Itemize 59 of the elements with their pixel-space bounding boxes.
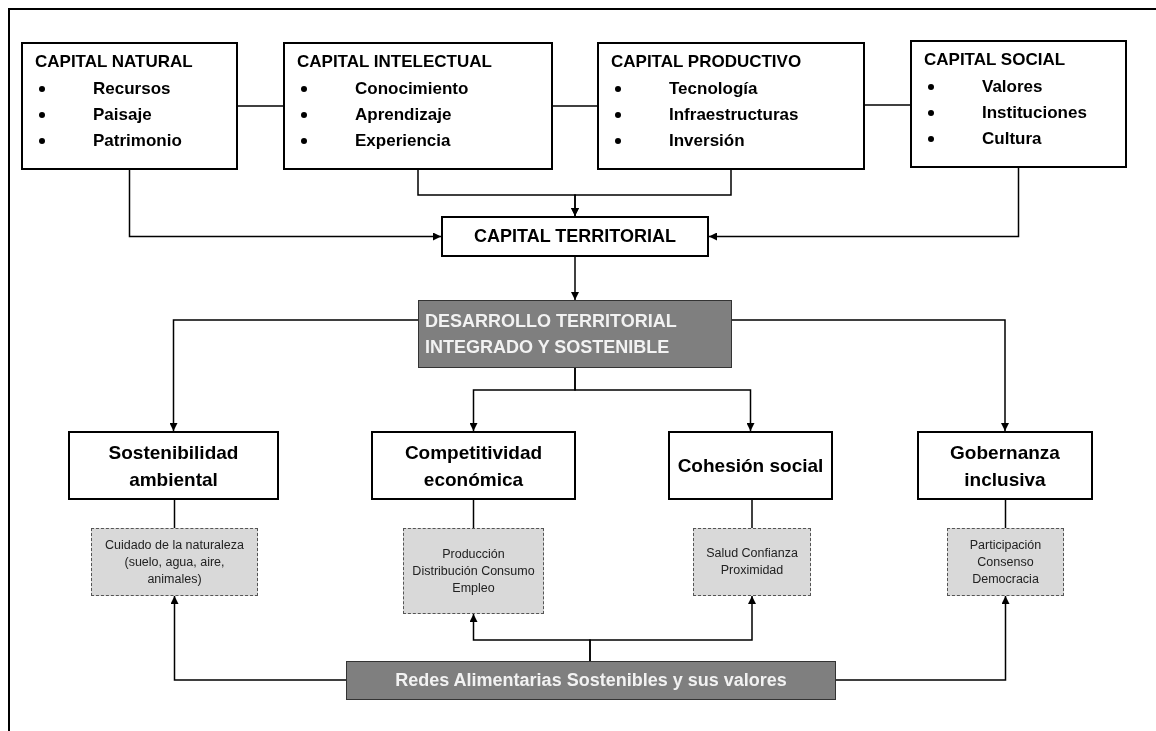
box-label: Sostenibilidad ambiental [107, 440, 240, 492]
capital-box [910, 40, 1127, 168]
box-label: Gobernanza inclusiva [949, 440, 1061, 492]
arrow [170, 595, 347, 681]
connector-line [864, 104, 911, 106]
highlight-box [346, 661, 836, 700]
dimension-box [68, 431, 279, 500]
box-heading: CAPITAL PRODUCTIVO [611, 52, 803, 72]
bullet-item: Aprendizaje [297, 102, 452, 128]
connector-line [237, 105, 284, 107]
box-heading: CAPITAL SOCIAL [924, 50, 1067, 70]
arrow [589, 595, 756, 662]
bullet-item: Paisaje [35, 102, 152, 128]
bullet-item: Cultura [924, 126, 1042, 152]
note-box [947, 528, 1064, 596]
arrow [708, 167, 1020, 241]
box-label: Cohesión social [677, 454, 824, 478]
connector-line [751, 499, 753, 529]
arrow [128, 169, 442, 241]
bullet-item: Conocimiento [297, 76, 469, 102]
highlight-box [418, 300, 732, 368]
box-label: Redes Alimentarias Sostenibles y sus valores [395, 670, 787, 691]
bullet-item: Experiencia [297, 128, 451, 154]
process-box [441, 216, 709, 257]
capital-box [283, 42, 553, 170]
capital-box [597, 42, 865, 170]
dimension-box [668, 431, 833, 500]
arrow [571, 256, 579, 301]
bullet-item: Valores [924, 74, 1043, 100]
arrow [571, 169, 732, 217]
note-box [693, 528, 811, 596]
bullet-item: Inversión [611, 128, 745, 154]
note-text: Salud Confianza Proximidad [705, 545, 799, 579]
box-label: Competitividad económica [403, 440, 544, 492]
note-text: Cuidado de la naturaleza (suelo, agua, aire, animales) [104, 536, 245, 588]
connector-line [1004, 499, 1007, 529]
dimension-box [371, 431, 576, 500]
note-text: Participación Consenso Democracia [968, 536, 1043, 588]
dimension-box [917, 431, 1093, 500]
arrow [731, 319, 1009, 432]
box-heading: CAPITAL NATURAL [35, 52, 194, 72]
bullet-item: Recursos [35, 76, 171, 102]
bullet-item: Patrimonio [35, 128, 182, 154]
note-box [91, 528, 258, 596]
note-text: Producción Distribución Consumo Empleo [411, 545, 536, 597]
connector-line [552, 105, 598, 107]
arrow [574, 367, 755, 432]
bullet-item: Instituciones [924, 100, 1087, 126]
box-heading: CAPITAL INTELECTUAL [297, 52, 493, 72]
note-box [403, 528, 544, 614]
connector-line [472, 499, 475, 529]
box-label: CAPITAL TERRITORIAL [474, 226, 676, 247]
box-label: DESARROLLO TERRITORIAL INTEGRADO Y SOSTENIBLE [425, 310, 678, 359]
capital-box [21, 42, 238, 170]
arrow [169, 319, 419, 432]
bullet-item: Infraestructuras [611, 102, 799, 128]
bullet-item: Tecnología [611, 76, 758, 102]
arrow [835, 595, 1010, 681]
connector-line [173, 499, 176, 529]
